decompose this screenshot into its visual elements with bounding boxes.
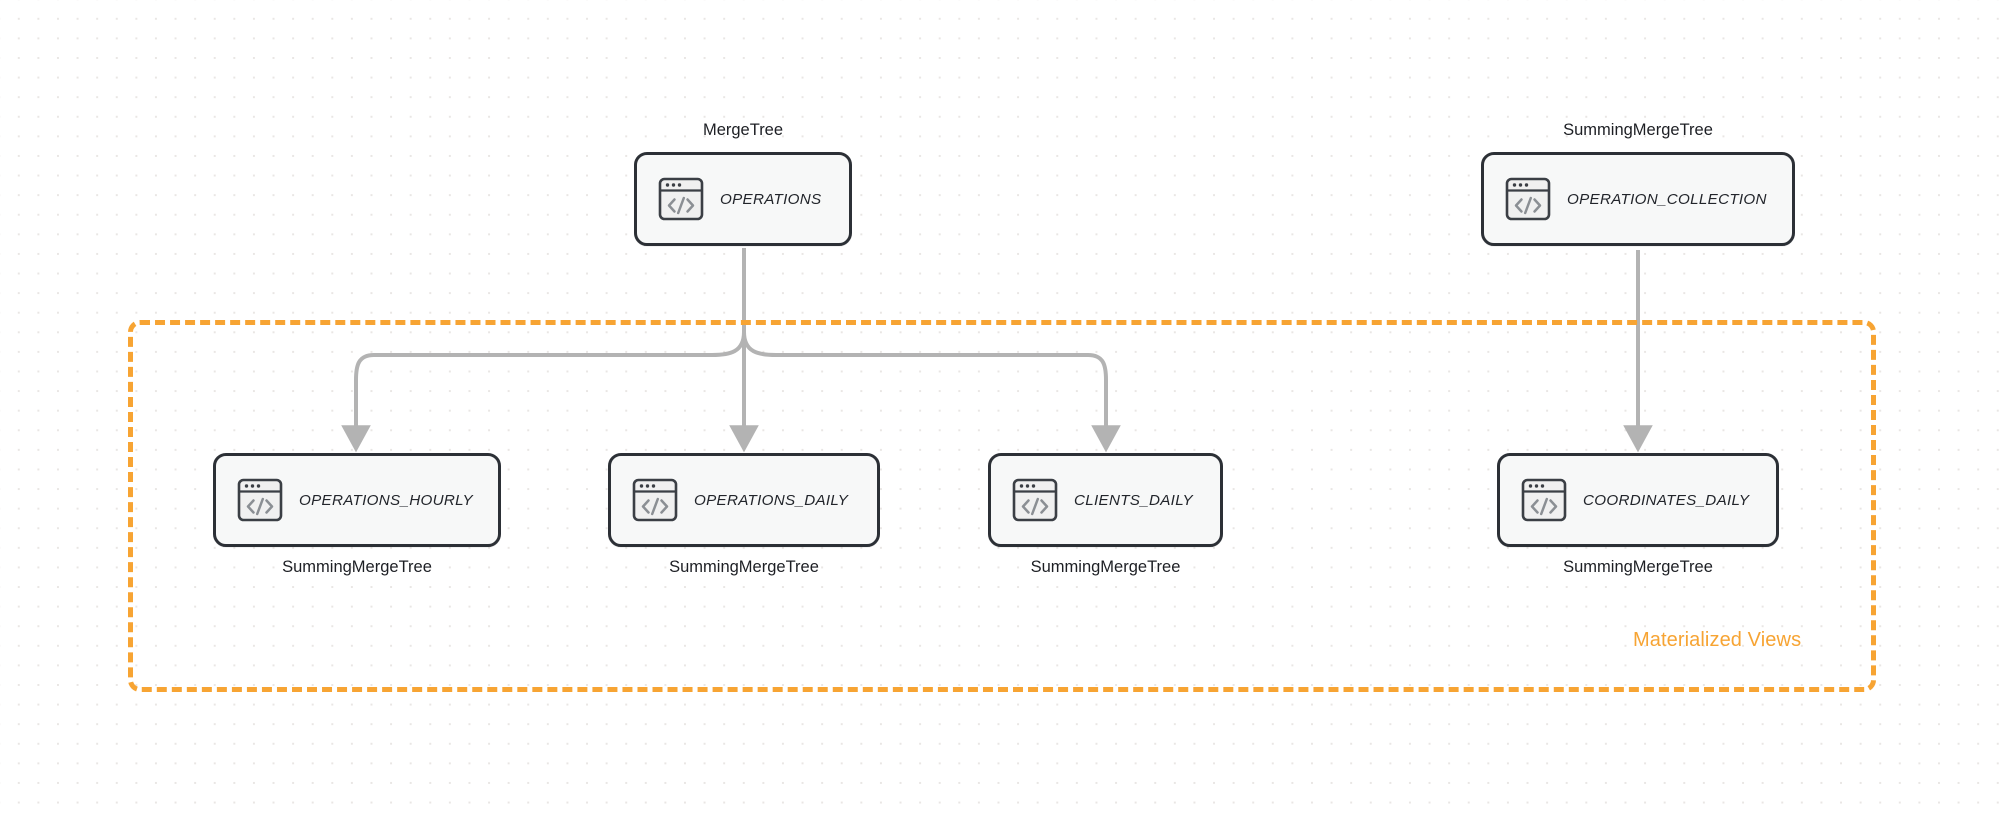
node-operations-hourly-label: OPERATIONS_HOURLY [299,491,473,509]
node-operations-hourly[interactable]: OPERATIONS_HOURLY SummingMergeTree [213,453,501,576]
node-operations-daily-label: OPERATIONS_DAILY [694,491,849,509]
node-operation-collection-box[interactable]: OPERATION_COLLECTION [1481,152,1795,246]
node-operations-daily-box[interactable]: OPERATIONS_DAILY [608,453,880,547]
node-operations[interactable]: MergeTree OPERATIONS [634,121,852,246]
node-operations-engine-label: MergeTree [702,121,784,139]
node-coordinates-daily-label: COORDINATES_DAILY [1583,491,1750,509]
node-operations-hourly-engine-label: SummingMergeTree [282,558,432,576]
edge-operations-to-operations-hourly [341,248,746,453]
code-window-icon [237,478,283,522]
node-operations-daily[interactable]: OPERATIONS_DAILY SummingMergeTree [608,453,880,576]
code-window-icon [1012,478,1058,522]
node-clients-daily[interactable]: CLIENTS_DAILY SummingMergeTree [988,453,1223,576]
node-clients-daily-label: CLIENTS_DAILY [1074,491,1193,509]
node-operations-hourly-box[interactable]: OPERATIONS_HOURLY [213,453,501,547]
code-window-icon [632,478,678,522]
node-operations-box[interactable]: OPERATIONS [634,152,852,246]
edge-operations-to-clients-daily [742,248,1121,453]
node-operations-daily-engine-label: SummingMergeTree [669,558,819,576]
node-operation-collection-label: OPERATION_COLLECTION [1567,190,1767,208]
code-window-icon [1521,478,1567,522]
node-clients-daily-box[interactable]: CLIENTS_DAILY [988,453,1223,547]
node-coordinates-daily[interactable]: COORDINATES_DAILY SummingMergeTree [1497,453,1779,576]
node-clients-daily-engine-label: SummingMergeTree [1030,558,1181,576]
materialized-views-label: Materialized Views [1633,629,1802,651]
node-coordinates-daily-box[interactable]: COORDINATES_DAILY [1497,453,1779,547]
node-operations-label: OPERATIONS [720,190,822,208]
node-coordinates-daily-engine-label: SummingMergeTree [1563,558,1713,576]
code-window-icon [1505,177,1551,221]
code-window-icon [658,177,704,221]
node-operation-collection[interactable]: SummingMergeTree OPERATION_COLLECTION [1481,121,1795,246]
node-operation-collection-engine-label: SummingMergeTree [1563,121,1713,139]
